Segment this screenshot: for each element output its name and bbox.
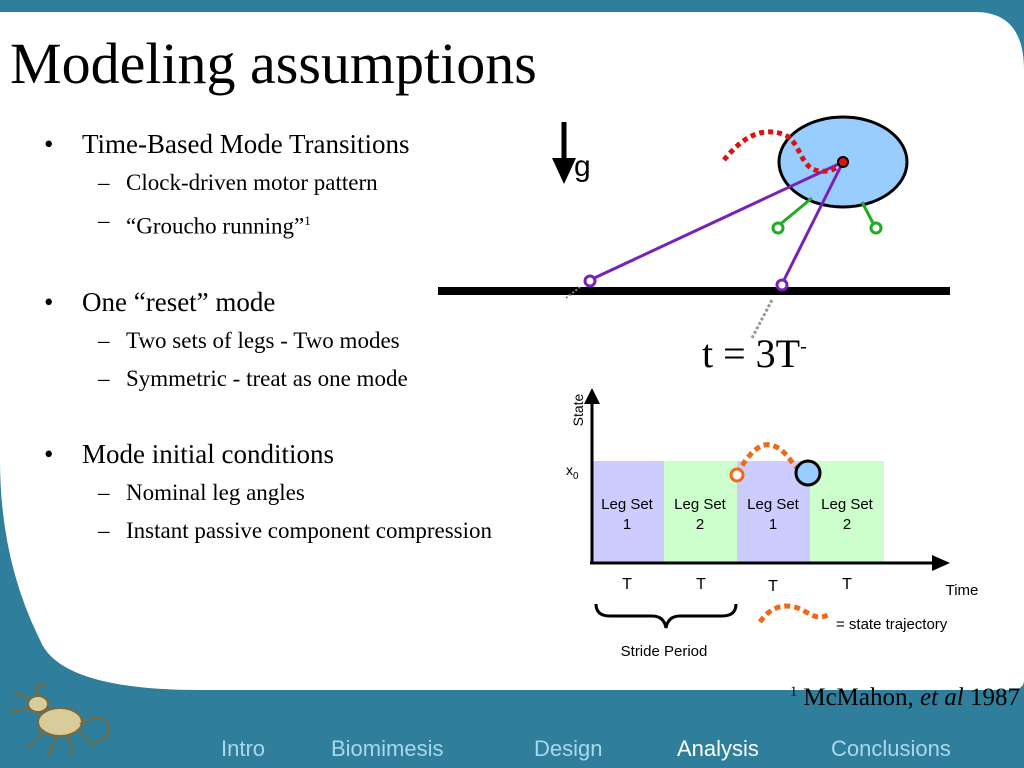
scorpion-logo-icon	[9, 683, 110, 757]
time-label-sup: -	[800, 335, 807, 358]
sub-bullet-groucho: “Groucho running”1	[40, 206, 510, 242]
gravity-label: g	[574, 150, 591, 183]
block-legset1-a	[592, 461, 664, 562]
period-label-1: T	[622, 576, 632, 593]
nav-biomimesis[interactable]: Biomimesis	[331, 736, 444, 761]
period-label-2: T	[696, 576, 706, 593]
nav-analysis[interactable]: Analysis	[677, 736, 759, 761]
reference-marker: 1	[790, 684, 798, 700]
period-label-4: T	[842, 576, 852, 593]
sub-bullet-leg-angles: Nominal leg angles	[40, 478, 510, 508]
block-legset2-a	[664, 461, 737, 562]
reference-etal: et al	[920, 684, 964, 711]
block-label-2b-num: 2	[843, 516, 851, 533]
section-nav: Intro Biomimesis Design Analysis Conclus…	[0, 732, 1024, 768]
retracted-legs	[771, 196, 883, 235]
sub-bullet-two-sets: Two sets of legs - Two modes	[40, 326, 510, 356]
block-label-2b: Leg Set	[821, 496, 874, 513]
block-label-1a: Leg Set	[601, 496, 654, 513]
reference-year: 1987	[963, 684, 1020, 711]
x-axis-label: Time	[946, 582, 979, 599]
legend-trajectory-sample	[757, 603, 832, 624]
nav-intro[interactable]: Intro	[221, 736, 266, 761]
block-label-1b: Leg Set	[747, 496, 800, 513]
ground-dotted-left	[565, 286, 581, 299]
time-label: t = 3T-	[702, 330, 807, 377]
nav-conclusions[interactable]: Conclusions	[831, 736, 951, 761]
block-label-1b-num: 1	[769, 516, 777, 533]
x-axis-arrowhead	[932, 555, 950, 571]
time-label-main: t = 3T	[702, 331, 801, 376]
y-axis-arrowhead	[584, 388, 600, 404]
stance-legs	[583, 160, 845, 292]
sub-bullet-clock: Clock-driven motor pattern	[40, 168, 510, 198]
block-label-2a-num: 2	[696, 516, 704, 533]
mode-chart: Leg Set 1 Leg Set 2 Leg Set 1 Leg Set 2 …	[566, 388, 978, 660]
sub-bullet-groucho-text: “Groucho running”	[126, 213, 305, 239]
y-axis-label: State	[570, 393, 586, 426]
x0-label: x0	[566, 462, 579, 482]
stride-period-label: Stride Period	[621, 643, 708, 660]
footnote-marker: 1	[304, 213, 311, 228]
stride-brace	[594, 603, 738, 629]
legend-text: = state trajectory	[836, 616, 948, 633]
bullet-reset-mode: One “reset” mode	[40, 286, 510, 318]
slide-title: Modeling assumptions	[10, 31, 537, 96]
gravity-arrow	[552, 122, 576, 184]
block-legset2-b	[810, 461, 884, 562]
bullet-initial-conditions: Mode initial conditions	[40, 438, 510, 470]
bullet-time-based: Time-Based Mode Transitions	[40, 128, 510, 160]
nav-design[interactable]: Design	[534, 736, 603, 761]
block-label-2a: Leg Set	[674, 496, 727, 513]
period-label-3: T	[768, 578, 778, 595]
bullet-list: Time-Based Mode Transitions Clock-driven…	[40, 128, 510, 554]
sub-bullet-symmetric: Symmetric - treat as one mode	[40, 364, 510, 394]
state-current-marker	[794, 459, 822, 487]
block-label-1a-num: 1	[623, 516, 631, 533]
time-pointer	[750, 299, 774, 339]
reference-author: McMahon,	[803, 684, 920, 711]
reference-citation: 1 McMahon, et al 1987	[790, 684, 1020, 712]
state-start-marker	[729, 467, 745, 483]
hip-joint	[837, 156, 849, 168]
sub-bullet-compression: Instant passive component compression	[40, 516, 510, 546]
body-trajectory	[722, 129, 845, 174]
